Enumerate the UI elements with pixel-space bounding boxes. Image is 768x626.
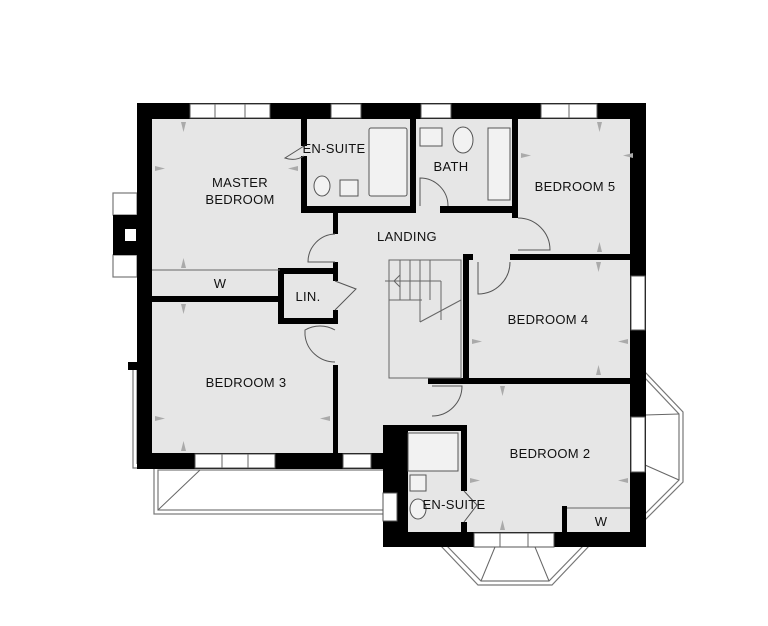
- shower-tray-1: [368, 127, 408, 197]
- door-bedroom-5: [517, 217, 551, 251]
- label-bedroom-5: BEDROOM 5: [535, 179, 616, 194]
- fixtures: [152, 126, 630, 520]
- window-bedroom-3: [194, 453, 276, 469]
- room-labels: MASTER BEDROOM EN-SUITE BATH BEDROOM 5 L…: [205, 141, 615, 529]
- interior-walls: [150, 118, 636, 534]
- toilet-2: [409, 498, 427, 520]
- shower-tray-2: [407, 432, 459, 472]
- basin-bath: [419, 127, 443, 147]
- toilet-1: [313, 175, 331, 197]
- bathtub: [487, 127, 511, 201]
- window-bedroom-4: [630, 275, 646, 331]
- window-bedroom-2-east: [630, 416, 646, 473]
- label-bedroom-2: BEDROOM 2: [510, 446, 591, 461]
- door-en-suite-1: [283, 145, 305, 160]
- window-en-suite-2: [382, 492, 398, 522]
- door-linen: [334, 280, 357, 311]
- dimension-arrows: [155, 122, 633, 530]
- label-bedroom-3: BEDROOM 3: [206, 375, 287, 390]
- toilet-bath: [452, 126, 474, 154]
- door-bedroom-3: [304, 325, 336, 363]
- label-bath: BATH: [434, 159, 469, 174]
- label-en-suite-1: EN-SUITE: [302, 141, 365, 156]
- label-bedroom-4: BEDROOM 4: [508, 312, 589, 327]
- window-bedroom-2-south: [473, 532, 555, 548]
- label-wardrobe-1: W: [214, 276, 227, 291]
- label-linen: LIN.: [295, 289, 320, 304]
- doors: [283, 145, 551, 523]
- label-master-bedroom-line2: BEDROOM: [205, 192, 274, 207]
- label-master-bedroom-line1: MASTER: [212, 175, 268, 190]
- windows: [189, 103, 646, 548]
- door-bedroom-2: [431, 385, 463, 417]
- window-en-suite: [330, 103, 362, 119]
- staircase: [385, 259, 462, 379]
- door-master-bedroom: [307, 233, 336, 263]
- door-bath: [419, 177, 449, 207]
- door-en-suite-2: [463, 490, 478, 523]
- label-landing: LANDING: [377, 229, 437, 244]
- basin-2: [409, 474, 427, 492]
- door-bedroom-4: [477, 261, 511, 295]
- window-bath: [420, 103, 452, 119]
- basin-1: [339, 179, 359, 197]
- label-wardrobe-2: W: [595, 514, 608, 529]
- window-landing: [342, 453, 372, 469]
- bay-window-south-outline: [439, 544, 591, 586]
- label-en-suite-2: EN-SUITE: [422, 497, 485, 512]
- window-master: [189, 103, 271, 119]
- chimney: [112, 192, 139, 278]
- bay-window-east-outline: [644, 371, 684, 521]
